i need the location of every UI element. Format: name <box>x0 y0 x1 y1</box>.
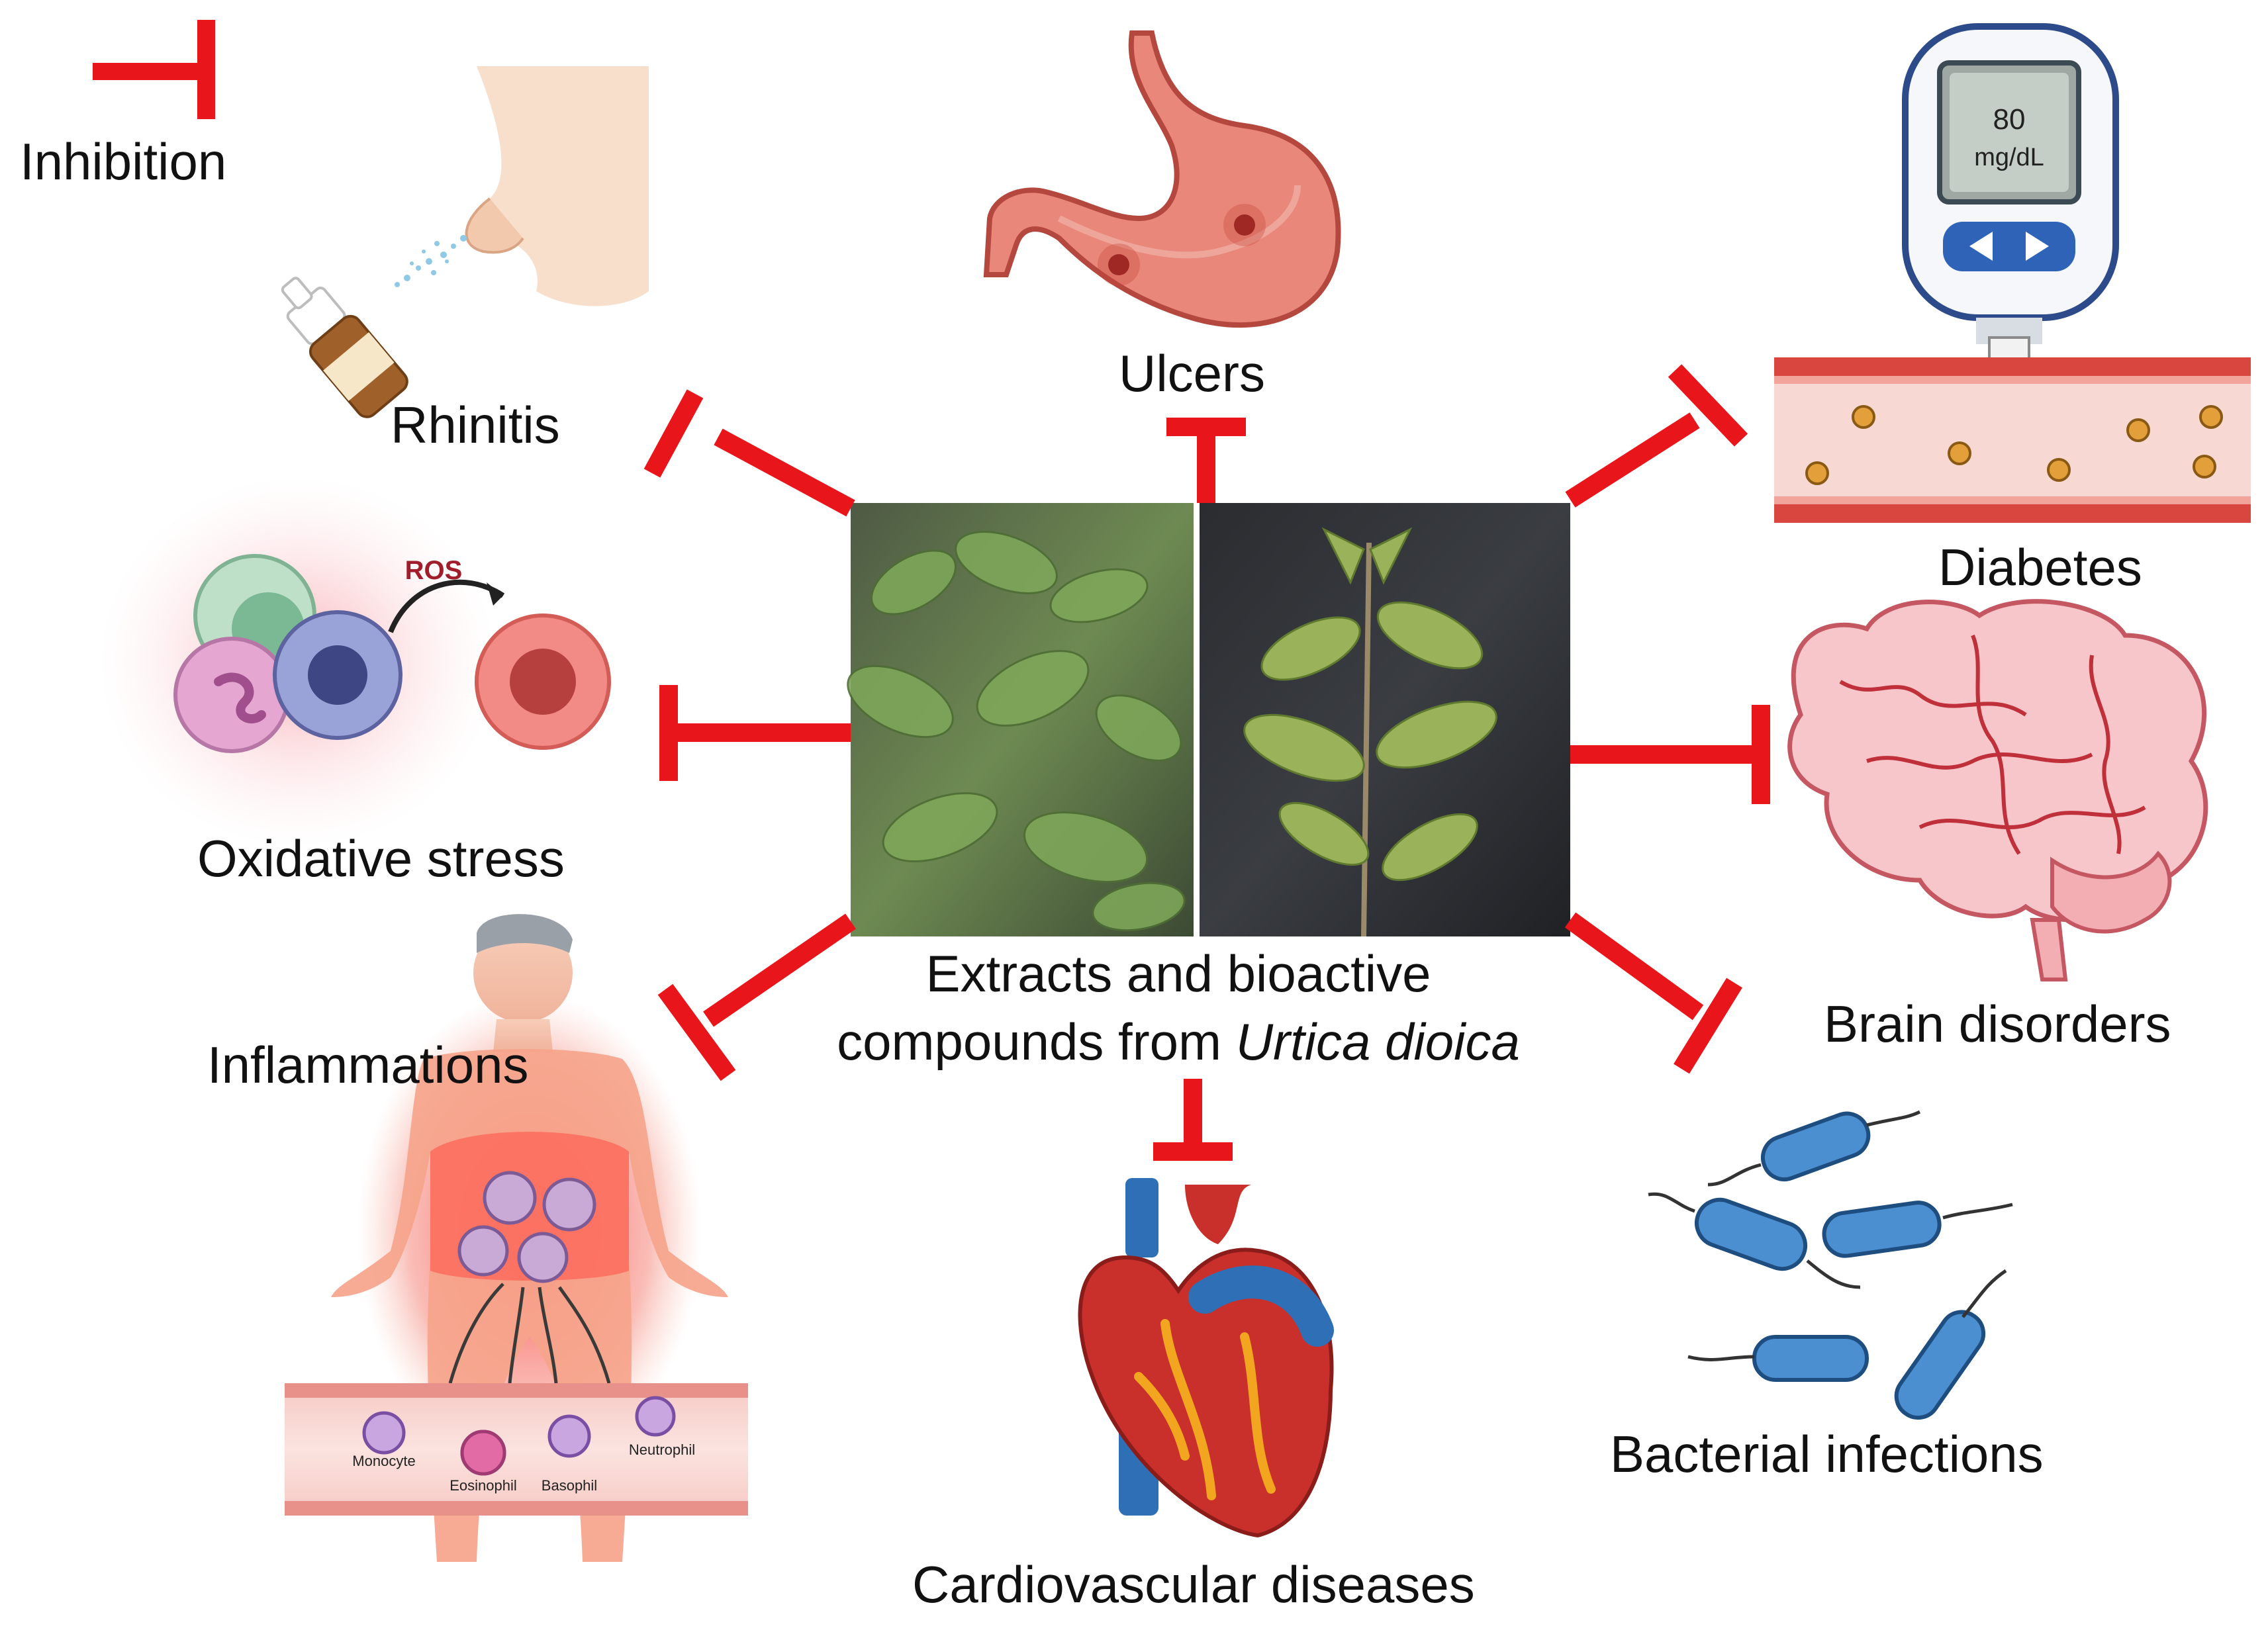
nettle-photo <box>847 503 1570 937</box>
label-cardiovascular: Cardiovascular diseases <box>912 1555 1475 1614</box>
inhibitor-bacterial <box>1564 912 1742 1074</box>
center-caption-line1: Extracts and bioactive <box>925 944 1431 1003</box>
inhibitor-brain <box>1570 705 1770 804</box>
label-oxidative-stress: Oxidative stress <box>197 829 565 887</box>
inhibitor-ulcers <box>1166 418 1246 503</box>
blood-vessel-leukocytes: Monocyte Eosinophil Basophil Neutrophil <box>285 1383 748 1516</box>
glucose-value: 80 <box>1993 103 2026 136</box>
immune-cells-icon: ROS <box>99 477 611 847</box>
stomach-icon <box>983 30 1341 328</box>
inhibitor-diabetes <box>1565 364 1748 508</box>
glucose-unit: mg/dL <box>1974 144 2044 171</box>
inhibitor-cardiovascular <box>1153 1079 1233 1161</box>
center-caption-prefix: compounds from <box>837 1012 1236 1071</box>
nose-spray-icon <box>281 66 649 418</box>
species-name: Urtica dioica <box>1235 1012 1520 1071</box>
glucometer-icon: 80 mg/dL <box>1902 23 2119 412</box>
blood-vessel-glucose <box>1774 357 2251 523</box>
center-caption-line2: compounds from Urtica dioica <box>761 1008 1595 1076</box>
label-diabetes: Diabetes <box>1938 538 2142 596</box>
label-brain-disorders: Brain disorders <box>1824 995 2171 1053</box>
basophil-label: Basophil <box>542 1477 597 1494</box>
ros-label: ROS <box>405 556 463 585</box>
brain-icon <box>1787 599 2208 981</box>
center-caption: Extracts and bioactive compounds from Ur… <box>761 940 1595 1076</box>
label-inflammations: Inflammations <box>207 1036 529 1094</box>
inhibitor-inflammations <box>657 913 856 1081</box>
inhibitor-rhinitis <box>643 389 855 517</box>
neutrophil-label: Neutrophil <box>629 1441 695 1458</box>
label-rhinitis: Rhinitis <box>391 396 560 454</box>
legend-inhibition-label: Inhibition <box>20 132 227 191</box>
monocyte-label: Monocyte <box>352 1453 415 1469</box>
eosinophil-label: Eosinophil <box>449 1477 517 1494</box>
inhibition-icon <box>93 20 215 119</box>
inhibitor-oxidative <box>659 685 851 781</box>
label-bacterial: Bacterial infections <box>1610 1425 2044 1483</box>
label-ulcers: Ulcers <box>1119 344 1266 402</box>
heart-icon <box>1078 1178 1334 1538</box>
bacteria-icon <box>1648 1110 2013 1420</box>
